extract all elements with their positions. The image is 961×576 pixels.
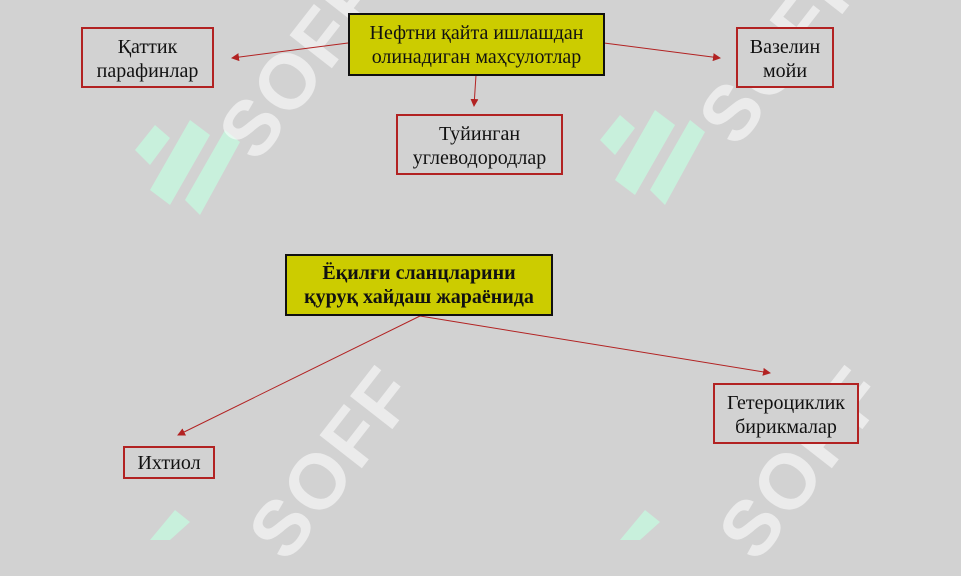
vaseline-oil-box: Вазелин мойи (736, 27, 834, 88)
arrow-to-right (603, 42, 721, 62)
saturated-hydrocarbons-box: Туйинган углеводородлар (396, 114, 563, 175)
heterocyclic-compounds-box: Гетероциклик бирикмалар (713, 383, 859, 444)
box-text-line: бирикмалар (735, 416, 837, 438)
box-text-line: Вазелин (749, 36, 821, 58)
arrow-to-ihtiol (177, 315, 421, 436)
box-text-line: парафинлар (96, 60, 199, 82)
box-text-line: олинадиган маҳсулотлар (371, 46, 582, 68)
connector-arrows (177, 42, 771, 436)
box-text-line: Нефтни қайта ишлашдан (369, 22, 584, 44)
box-text-line: Қаттик (117, 36, 178, 58)
box-text-line: Ихтиол (137, 452, 201, 474)
arrow-to-bottom (470, 74, 479, 107)
box-text-line: Туйинган (438, 123, 521, 145)
box-text-line: Ёқилғи сланцларини (322, 262, 516, 284)
box-text-line: углеводородлар (412, 147, 547, 169)
box-text-line: мойи (762, 60, 808, 82)
box-text-line: қуруқ хайдаш жараёнида (304, 286, 534, 308)
arrow-to-heterocyclic (419, 315, 771, 376)
shale-dry-distillation-box: Ёқилғи сланцларини қуруқ хайдаш жараёнид… (285, 254, 553, 316)
arrow-to-left (231, 42, 349, 62)
ihtiol-box: Ихтиол (123, 446, 215, 479)
solid-paraffins-box: Қаттик парафинлар (81, 27, 214, 88)
petroleum-products-box: Нефтни қайта ишлашдан олинадиган маҳсуло… (348, 13, 605, 76)
box-text-line: Гетероциклик (726, 392, 846, 414)
